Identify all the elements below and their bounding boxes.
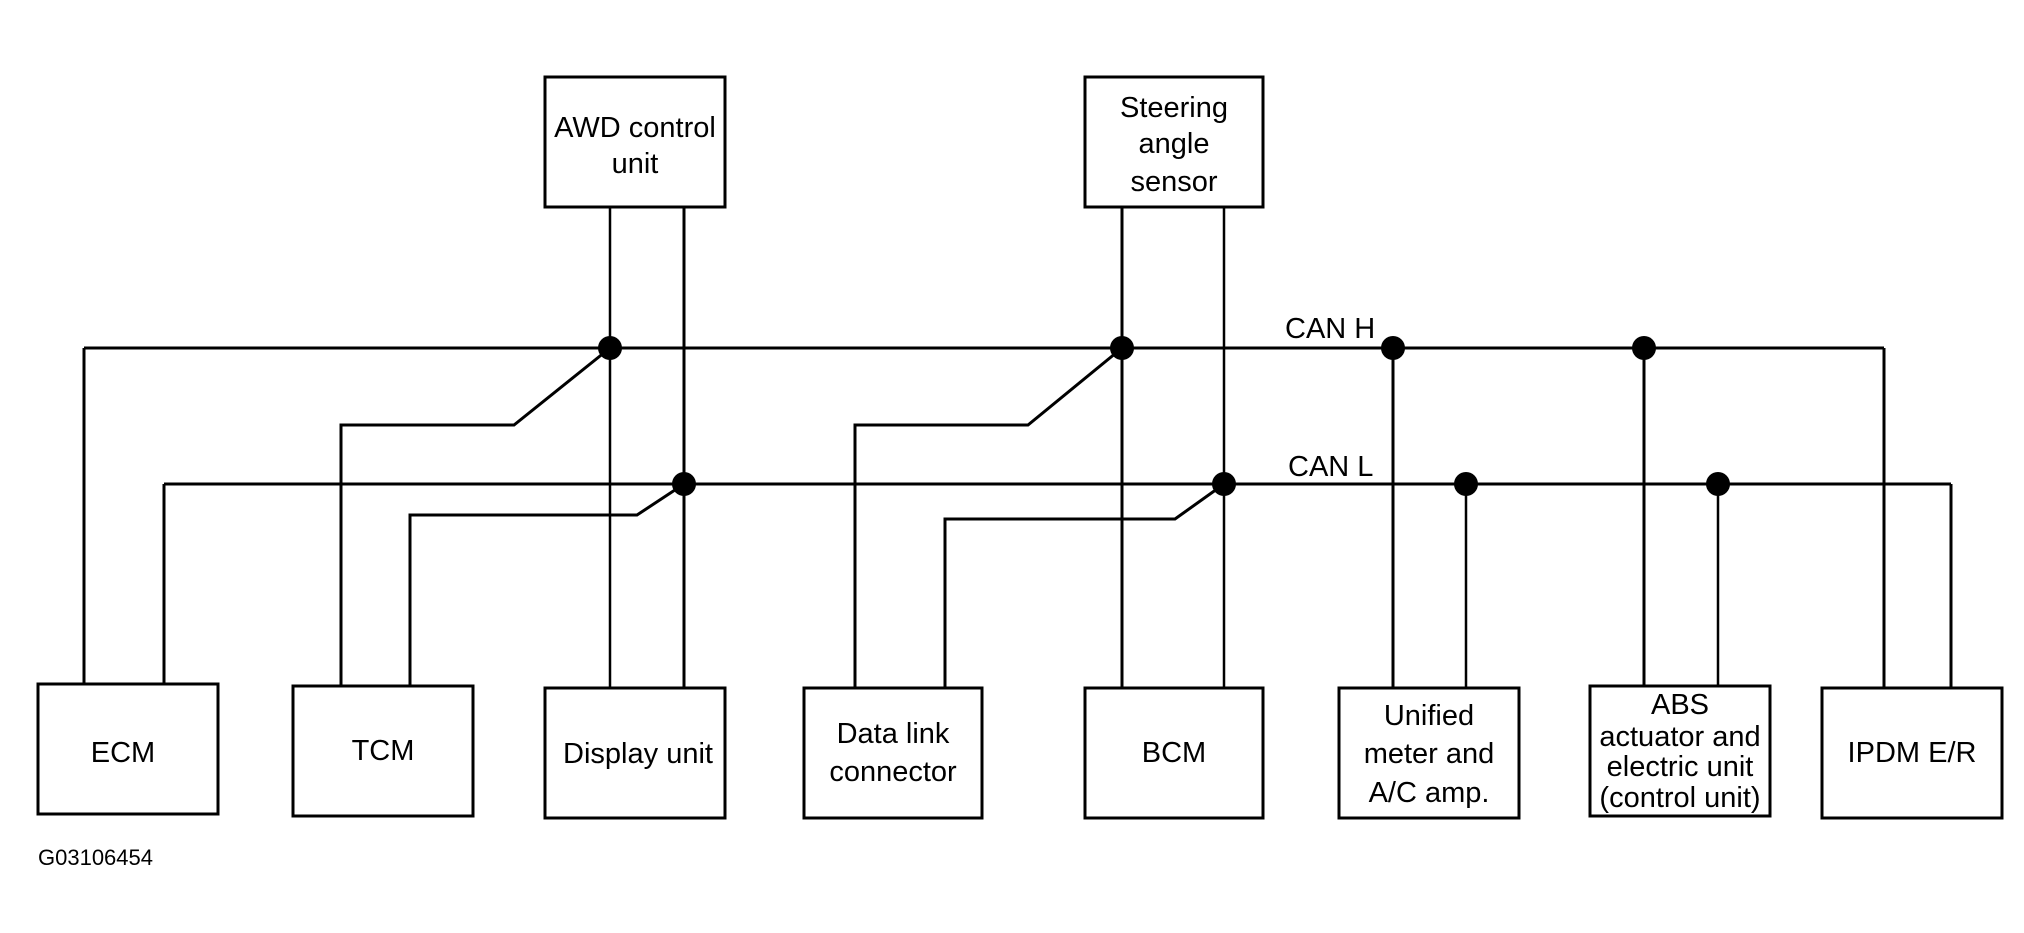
steering-label-line-1: Steering [1120,92,1228,124]
junction-dot [1632,336,1656,360]
tcm-can-h-wire [339,346,611,686]
module-ipdm-er: IPDM E/R [1820,686,2004,820]
tcm-can-l-wire [408,482,685,686]
dlc-can-l-wire [943,482,1225,688]
junction-dot [1110,336,1134,360]
module-data-link-connector: Data link connector [802,686,984,820]
module-abs-actuator: ABS actuator and electric unit (control … [1588,684,1772,818]
abs-label-line-1: ABS [1651,689,1709,721]
abs-label-line-4: (control unit) [1599,782,1760,814]
meter-label-line-1: Unified [1384,700,1474,732]
module-unified-meter: Unified meter and A/C amp. [1337,686,1521,820]
module-steering-angle-sensor: Steering angle sensor [1083,75,1265,209]
can-l-label: CAN L [1288,451,1373,483]
module-awd-control-unit: AWD control unit [543,75,727,209]
meter-label-line-2: meter and [1364,738,1495,770]
module-bcm: BCM [1083,686,1265,820]
module-ecm: ECM [36,682,220,816]
dlc-label-line-1: Data link [837,718,950,750]
dlc-can-h-wire [853,346,1123,688]
module-display-unit: Display unit [543,686,727,820]
meter-label-line-3: A/C amp. [1369,777,1490,809]
module-tcm: TCM [291,684,475,818]
abs-label-line-2: actuator and [1599,721,1760,753]
ecm-label: ECM [91,737,155,769]
junction-dot [1212,472,1236,496]
junction-dot [1706,472,1730,496]
tcm-label: TCM [352,735,415,767]
junction-dot [1381,336,1405,360]
abs-label-line-3: electric unit [1607,751,1754,783]
display-label: Display unit [563,738,713,770]
steering-label-line-2: angle [1139,128,1210,160]
steering-label-line-3: sensor [1130,166,1217,198]
dlc-label-line-2: connector [829,756,957,788]
awd-label-line-2: unit [612,148,659,180]
awd-label-line-1: AWD control [554,112,716,144]
junction-dot [1454,472,1478,496]
junction-dot [598,336,622,360]
can-h-label: CAN H [1285,313,1375,345]
junction-dot [672,472,696,496]
figure-code: G03106454 [38,845,153,870]
bcm-label: BCM [1142,737,1206,769]
ipdm-label: IPDM E/R [1848,737,1977,769]
